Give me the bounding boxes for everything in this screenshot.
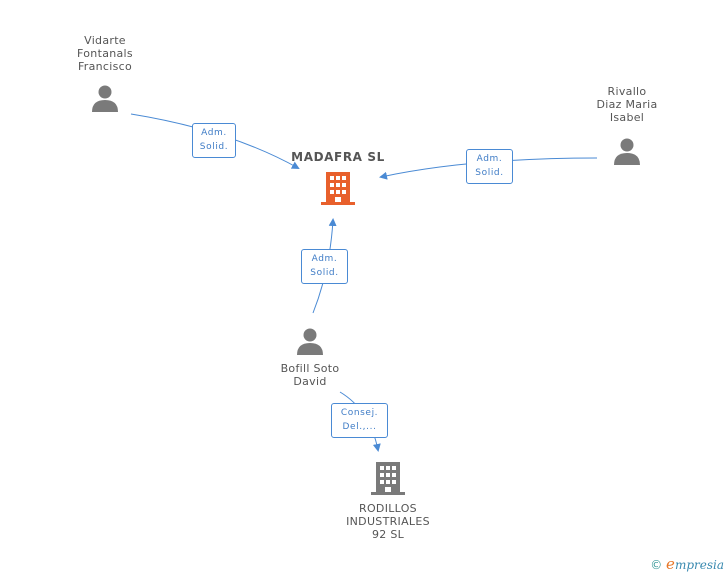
brand-footer[interactable]: © empresia: [650, 555, 724, 573]
person-icon: [92, 85, 118, 112]
person-label: Vidarte Fontanals Francisco: [77, 34, 133, 73]
person-node-rivallo[interactable]: Rivallo Diaz Maria Isabel: [577, 85, 677, 170]
company-label: MADAFRA SL: [291, 150, 385, 164]
building-icon: [371, 462, 405, 495]
brand-logo-text: mpresia: [674, 558, 724, 572]
person-node-bofill[interactable]: Bofill Soto David: [260, 326, 360, 388]
person-label: Bofill Soto David: [280, 362, 340, 388]
role-box-bofill-madafra[interactable]: Adm. Solid.: [301, 249, 348, 284]
person-icon: [614, 138, 640, 165]
company-label: RODILLOS INDUSTRIALES 92 SL: [346, 502, 430, 541]
person-icon: [297, 328, 323, 355]
building-icon: [321, 172, 355, 205]
brand-logo-e: e: [666, 555, 675, 573]
copyright-icon: ©: [650, 558, 663, 572]
role-box-bofill-rodillos[interactable]: Consej. Del.,...: [331, 403, 388, 438]
person-label: Rivallo Diaz Maria Isabel: [596, 85, 658, 124]
person-node-vidarte[interactable]: Vidarte Fontanals Francisco: [55, 34, 155, 117]
company-node-madafra[interactable]: MADAFRA SL: [278, 151, 398, 210]
role-box-rivallo-madafra[interactable]: Adm. Solid.: [466, 149, 513, 184]
company-node-rodillos[interactable]: RODILLOS INDUSTRIALES 92 SL: [333, 460, 443, 541]
role-box-vidarte-madafra[interactable]: Adm. Solid.: [192, 123, 236, 158]
